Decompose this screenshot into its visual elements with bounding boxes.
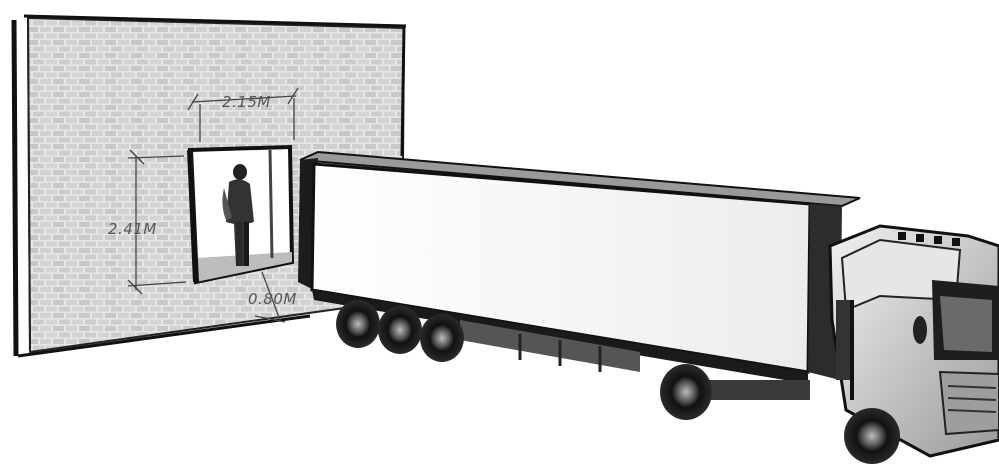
height-dimension-label: 2.41M [108, 220, 157, 238]
tractor-wheels [660, 364, 900, 464]
depth-dimension-label: 0.80M [248, 290, 297, 308]
trailer-wheels [336, 300, 464, 362]
dimension-lines [127, 87, 299, 323]
semi-truck [298, 150, 999, 464]
width-dimension-label: 2.15M [222, 93, 271, 111]
worker-figure [222, 164, 254, 266]
